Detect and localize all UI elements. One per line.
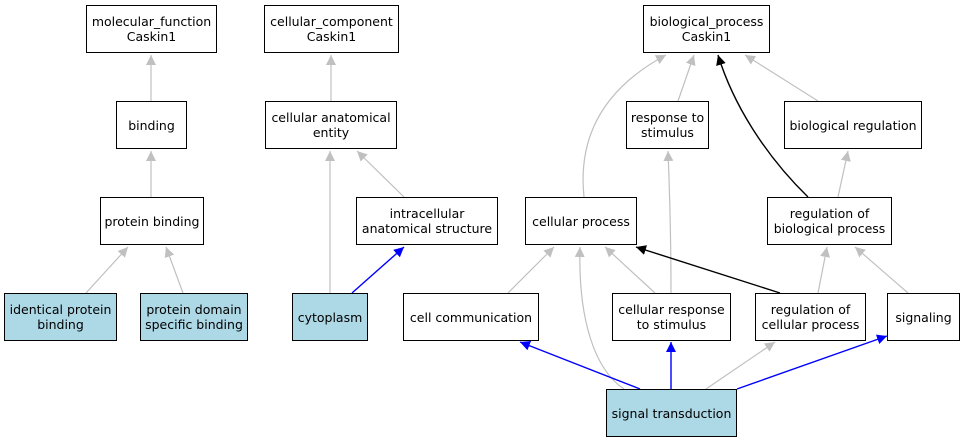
node-cellular-response-to-stimulus: cellular response to stimulus — [612, 293, 731, 341]
node-protein-domain-specific-binding: protein domain specific binding — [140, 293, 248, 341]
node-label: binding — [128, 117, 175, 133]
node-biological-regulation: biological regulation — [784, 101, 922, 149]
edge-intracellular-to-cell-anat — [356, 150, 405, 198]
edge-cell-process-to-bp-root — [582, 54, 667, 198]
node-cytoplasm: cytoplasm — [292, 293, 368, 341]
edge-reg-cell-to-cell-process — [635, 245, 781, 294]
node-label: cellular_component Caskin1 — [270, 14, 393, 44]
node-bp-root: biological_process Caskin1 — [643, 5, 770, 53]
edge-domain-to-protein-binding — [164, 246, 184, 294]
node-label: regulation of cellular process — [761, 302, 860, 332]
node-label: biological regulation — [789, 117, 917, 133]
node-cc-root: cellular_component Caskin1 — [264, 5, 399, 53]
node-label: intracellular anatomical structure — [361, 206, 493, 236]
node-regulation-of-cellular-process: regulation of cellular process — [755, 293, 866, 341]
node-label: cellular process — [532, 213, 630, 229]
node-label: protein domain specific binding — [145, 302, 243, 332]
edge-bio-reg-to-bp-root — [744, 54, 819, 102]
edge-sig-trans-to-cell-comm — [519, 340, 641, 390]
node-label: response to stimulus — [630, 110, 705, 140]
node-label: signal transduction — [611, 405, 732, 421]
edge-cytoplasm-to-intracellular — [351, 246, 405, 294]
node-identical-protein-binding: identical protein binding — [4, 293, 117, 341]
node-signal-transduction: signal transduction — [606, 389, 737, 437]
node-label: molecular_function Caskin1 — [91, 14, 212, 44]
edge-reg-cell-to-reg-bio — [817, 246, 830, 294]
node-label: regulation of biological process — [773, 206, 886, 236]
node-response-to-stimulus: response to stimulus — [626, 101, 709, 149]
node-regulation-of-biological-process: regulation of biological process — [767, 197, 892, 245]
node-cellular-anatomical-entity: cellular anatomical entity — [265, 101, 397, 149]
node-cell-communication: cell communication — [403, 293, 539, 341]
node-signaling: signaling — [887, 293, 960, 341]
edge-signaling-to-reg-bio — [854, 246, 909, 294]
edge-reg-bio-to-bio-reg — [837, 150, 851, 198]
edge-response-to-bp-root — [677, 54, 696, 102]
edge-sig-trans-to-cell-process — [574, 246, 625, 390]
edge-cell-resp-to-response — [663, 150, 674, 294]
edge-identical-to-protein-binding — [85, 246, 129, 294]
node-protein-binding: protein binding — [100, 197, 204, 245]
node-mf-root: molecular_function Caskin1 — [86, 5, 217, 53]
node-label: cellular response to stimulus — [618, 302, 725, 332]
node-label: cytoplasm — [297, 309, 363, 325]
edge-cell-resp-to-cell-process — [604, 246, 656, 294]
node-cellular-process: cellular process — [525, 197, 637, 245]
node-binding: binding — [116, 101, 187, 149]
node-label: protein binding — [104, 213, 200, 229]
edge-cell-comm-to-cell-process — [507, 246, 555, 294]
node-label: cell communication — [409, 309, 533, 325]
node-label: signaling — [895, 309, 952, 325]
node-label: biological_process Caskin1 — [649, 14, 764, 44]
node-label: identical protein binding — [9, 302, 112, 332]
edge-sig-trans-to-reg-cell — [705, 341, 776, 390]
node-label: cellular anatomical entity — [271, 110, 391, 140]
edge-reg-bio-to-bp-root — [716, 54, 809, 198]
node-intracellular-anatomical-structure: intracellular anatomical structure — [356, 197, 498, 245]
edge-sig-trans-to-signaling — [736, 334, 888, 390]
